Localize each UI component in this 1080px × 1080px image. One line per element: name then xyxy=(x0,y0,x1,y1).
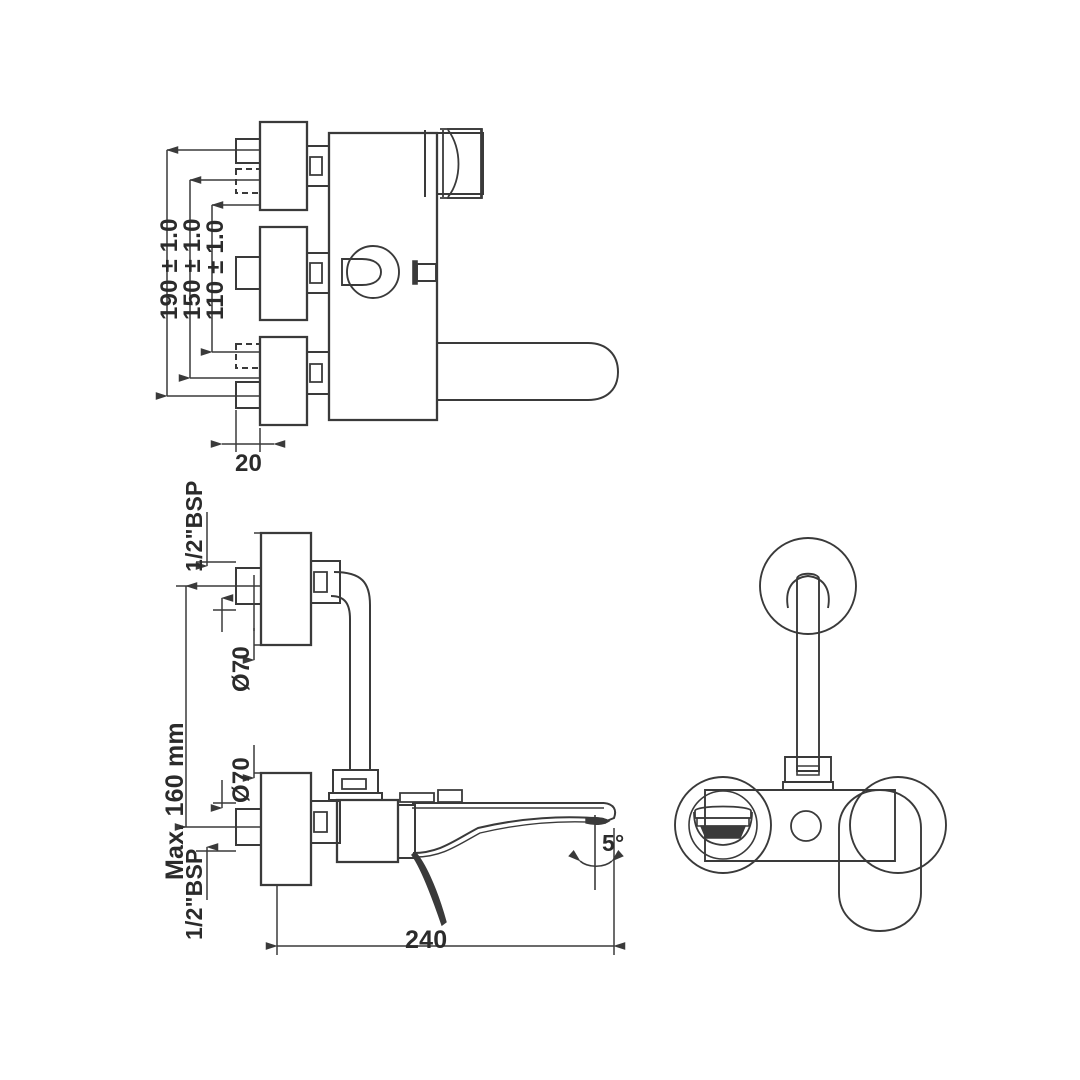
dimension-label-diameter-70-lower: Ø70 xyxy=(228,757,255,803)
front-elevation-view-geometry xyxy=(674,537,947,932)
top-view-main-body xyxy=(327,131,439,422)
dimension-label-20: 20 xyxy=(235,450,263,477)
top-view-dimension-20 xyxy=(210,410,286,452)
side-view-riser-collar xyxy=(328,769,383,801)
dimension-label-240: 240 xyxy=(405,926,448,954)
side-view-escutcheon-lower xyxy=(235,771,341,887)
side-view-lever-handle xyxy=(411,850,447,927)
front-view-screw-cap xyxy=(790,810,822,842)
side-view-mixer-body xyxy=(335,789,463,864)
dimension-label-bsp-top: 1/2"BSP xyxy=(181,480,207,572)
front-view-riser-pipe xyxy=(796,572,820,772)
front-view-escutcheon-upper xyxy=(759,537,857,635)
top-view-handle-assembly xyxy=(424,128,484,199)
top-plan-view-geometry xyxy=(155,120,620,452)
side-view-riser-pipe xyxy=(330,571,371,770)
top-view-escutcheon-middle xyxy=(235,225,329,322)
dimension-label-diameter-70-upper: Ø70 xyxy=(228,646,255,692)
front-view-escutcheon-left xyxy=(674,776,772,874)
top-view-escutcheon-top xyxy=(235,120,329,212)
top-view-diverter-knob xyxy=(341,245,438,299)
side-view-escutcheon-upper xyxy=(235,531,341,647)
side-elevation-view-geometry xyxy=(174,512,626,955)
dimension-label-angle-5: 5° xyxy=(602,830,625,856)
top-view-spout xyxy=(437,342,620,401)
front-view-riser-collar xyxy=(782,756,834,791)
front-view-escutcheon-right xyxy=(849,776,947,874)
front-view-lever-handle xyxy=(838,789,922,932)
top-view-dimension-lines xyxy=(155,146,260,400)
top-view-escutcheon-bottom xyxy=(235,335,329,427)
side-view-dimension-lines xyxy=(174,512,626,955)
side-view-spout xyxy=(412,802,617,858)
dimension-label-max-160: Max. 160 mm xyxy=(161,722,189,880)
front-view-aerator xyxy=(693,805,753,846)
dimension-label-110: 110 ± 1.0 xyxy=(202,219,229,320)
